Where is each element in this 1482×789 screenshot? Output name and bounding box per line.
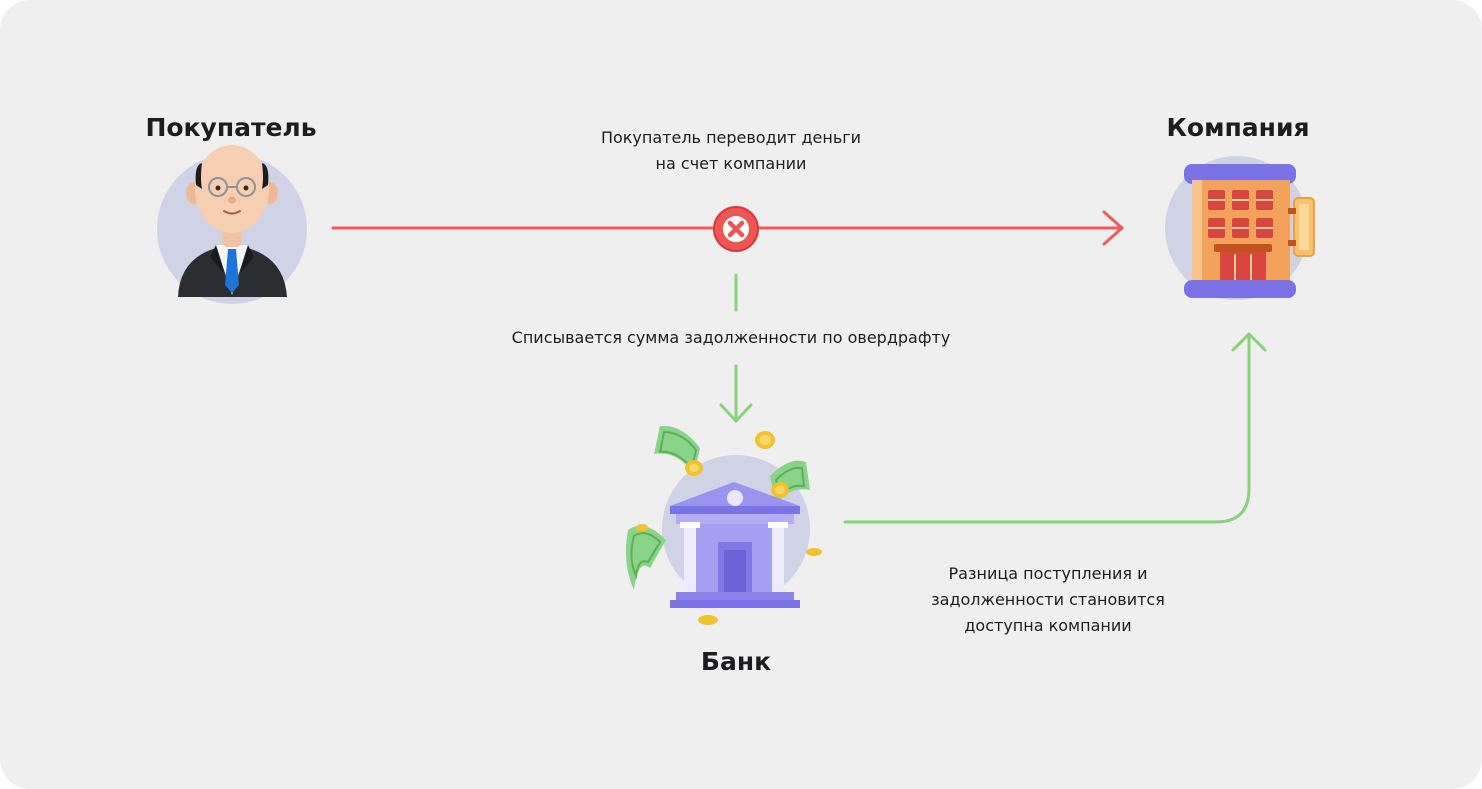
bank-title: Банк xyxy=(700,647,772,676)
buyer-title: Покупатель xyxy=(145,113,317,142)
banknote-icon xyxy=(626,525,666,590)
caption-overdraft-debit: Списывается сумма задолженности по оверд… xyxy=(511,328,951,347)
businessman-avatar-icon xyxy=(157,145,307,304)
arrow-down-to-bank xyxy=(719,273,753,423)
blocked-x-icon xyxy=(713,206,759,252)
office-building-icon xyxy=(1165,156,1315,300)
bank-building-icon xyxy=(626,425,822,625)
arrow-bank-to-company xyxy=(843,332,1267,524)
caption-buyer-to-company: Покупатель переводит деньги на счет комп… xyxy=(600,128,862,173)
company-title: Компания xyxy=(1166,113,1310,142)
caption-remainder-available: Разница поступления и задолженности стан… xyxy=(931,564,1165,635)
